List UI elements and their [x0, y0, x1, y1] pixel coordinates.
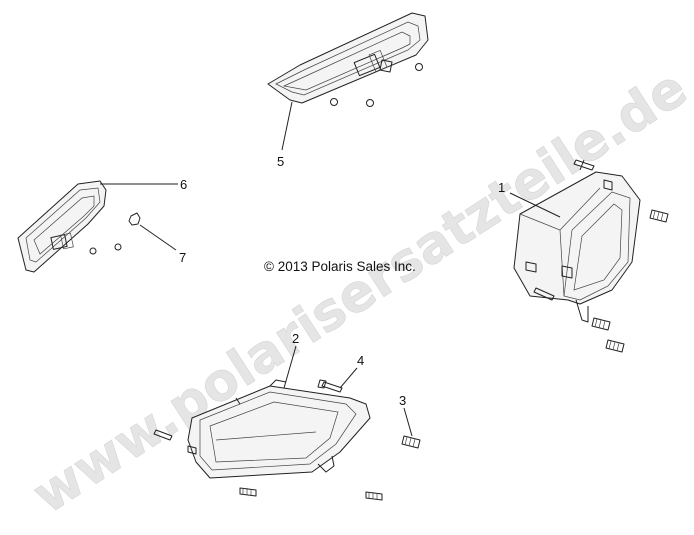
leader-4: [339, 367, 358, 389]
leader-7: [139, 224, 177, 251]
callout-7: 7: [179, 250, 186, 265]
callout-5: 5: [277, 154, 284, 169]
leader-3: [403, 407, 413, 437]
part-2-headlight-lower: [153, 379, 383, 501]
leader-2: [283, 345, 297, 389]
part-3-clip: [401, 435, 421, 449]
part-1-headlight-right: [513, 159, 669, 353]
callout-1: 1: [498, 180, 505, 195]
part-7-nut: [128, 212, 141, 226]
part-4-bolt: [317, 379, 343, 393]
part-6-lamp-left: [17, 180, 122, 273]
part-5-taillight-top: [267, 12, 429, 107]
callout-6: 6: [180, 177, 187, 192]
copyright-notice: © 2013 Polaris Sales Inc.: [264, 259, 416, 274]
leader-5: [281, 101, 293, 151]
callout-3: 3: [399, 393, 406, 408]
leader-1: [509, 192, 561, 218]
callout-4: 4: [357, 353, 364, 368]
callout-2: 2: [292, 331, 299, 346]
